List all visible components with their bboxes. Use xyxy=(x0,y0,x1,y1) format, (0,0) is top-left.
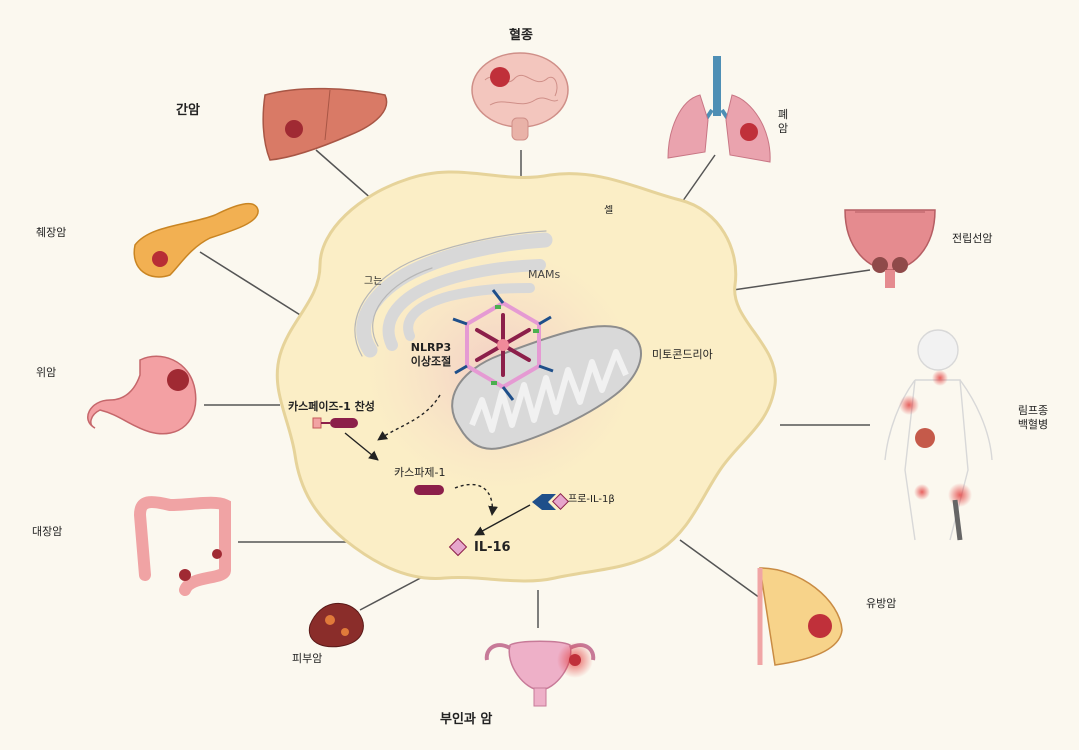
label-pro-il1b: 프로-IL-1β xyxy=(568,494,615,505)
label-colorectal-cancer: 대장암 xyxy=(32,525,63,538)
label-nlrp3-dysregulation: NLRP3 이상조절 xyxy=(410,341,452,368)
uterus-illustration xyxy=(484,640,596,707)
label-liver-cancer: 간암 xyxy=(176,103,200,118)
colon-illustration xyxy=(133,496,231,596)
liver-illustration xyxy=(262,87,388,161)
label-il16: IL-16 xyxy=(474,540,511,555)
label-caspase1-activation: 카스페이즈-1 찬성 xyxy=(288,400,375,413)
pro-il1b-glyph xyxy=(532,493,569,510)
label-pancreatic-cancer: 췌장암 xyxy=(36,226,67,239)
lungs-illustration xyxy=(667,56,771,163)
label-breast-cancer: 유방암 xyxy=(866,597,897,610)
nlrp3-inflammasome xyxy=(452,289,554,401)
il16-glyph xyxy=(448,537,468,557)
label-thrombosis: 혈종 xyxy=(509,28,533,43)
caspase1-glyph xyxy=(414,485,444,495)
stomach-illustration xyxy=(87,355,197,435)
caspase-activation-glyph xyxy=(312,417,358,429)
body-illustration xyxy=(884,329,993,541)
mitochondria-organelle xyxy=(451,325,642,450)
breast-illustration xyxy=(757,567,843,666)
label-mitochondria: 미토콘드리아 xyxy=(652,348,713,361)
label-cell: 셀 xyxy=(604,205,614,216)
er-outline xyxy=(354,230,547,357)
pancreas-illustration xyxy=(133,202,259,278)
label-lung-cancer: 폐 암 xyxy=(778,108,789,135)
label-gastric-cancer: 위암 xyxy=(36,366,57,379)
label-lymphoma-leukemia: 림프종 백혈병 xyxy=(1017,404,1049,431)
er-organelle xyxy=(356,232,553,358)
label-prostate-cancer: 전립선암 xyxy=(952,232,993,245)
label-caspase1: 카스파제-1 xyxy=(394,466,446,479)
connector-lines xyxy=(199,149,871,628)
label-skin-cancer: 피부암 xyxy=(292,652,323,665)
skin-lesion-illustration xyxy=(308,602,364,648)
label-gynecologic-cancer: 부인과 암 xyxy=(440,712,493,727)
bladder-illustration xyxy=(844,209,936,288)
brain-illustration xyxy=(471,52,569,141)
label-er: 그는 xyxy=(364,276,383,287)
pathway-arrows xyxy=(344,394,531,536)
label-mams: MAMs xyxy=(528,268,561,281)
